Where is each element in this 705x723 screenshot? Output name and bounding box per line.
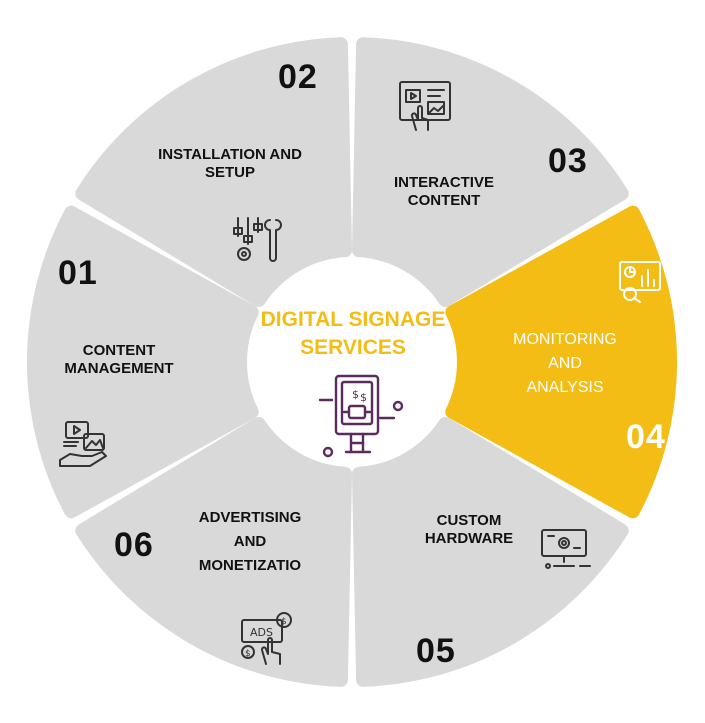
segment-03-shape (352, 37, 629, 307)
center-title-line2: SERVICES (300, 336, 406, 359)
segment-05-number: 05 (416, 632, 456, 670)
svg-text:$: $ (281, 617, 287, 627)
segment-03-number: 03 (548, 142, 588, 180)
tools-setup-icon (233, 217, 282, 262)
ads-monetization-icon: ADS $ $ (241, 612, 292, 665)
segment-02-label: INSTALLATION AND SETUP (140, 146, 320, 182)
segment-05-label-line1: CUSTOM (436, 512, 502, 529)
segment-05-label: CUSTOM HARDWARE (414, 512, 524, 548)
segment-04-shape (445, 205, 677, 519)
segment-04-label-line3: ANALYSIS (526, 379, 604, 396)
touch-screen-icon (399, 81, 451, 131)
segment-04-label: MONITORING AND ANALYSIS (498, 328, 632, 400)
segment-06-label-line3: MONETIZATIO (198, 557, 302, 574)
segment-02-number: 02 (278, 58, 318, 96)
segment-03-label: INTERACTIVE CONTENT (384, 174, 504, 210)
segment-02-shape (75, 37, 352, 307)
segment-03-label-line1: INTERACTIVE (393, 174, 494, 191)
segment-06-number: 06 (114, 526, 154, 564)
digital-kiosk-icon: $ $ (318, 374, 404, 458)
svg-text:ADS: ADS (250, 626, 273, 639)
segment-06-label: ADVERTISING AND MONETIZATIO (172, 506, 328, 578)
svg-text:$: $ (352, 388, 359, 401)
segment-05-label-line2: HARDWARE (424, 530, 514, 547)
center-title-line1: DIGITAL SIGNAGE (260, 308, 446, 331)
segment-03-label-line2: CONTENT (407, 192, 481, 209)
segment-06-label-line1: ADVERTISING (198, 509, 302, 526)
analytics-board-icon (619, 261, 661, 303)
svg-text:$: $ (245, 649, 251, 659)
segment-04-label-line1: MONITORING (513, 331, 617, 348)
segment-06-label-line2: AND (233, 533, 267, 550)
center-title: DIGITAL SIGNAGE SERVICES (228, 306, 478, 362)
segment-02-label-line1: INSTALLATION AND (158, 146, 302, 163)
segment-01-label-line2: MANAGEMENT (64, 360, 174, 377)
segment-04-label-line2: AND (548, 355, 582, 372)
content-management-icon (59, 421, 107, 467)
segment-01-label-line1: CONTENT (82, 342, 156, 359)
segment-02-label-line2: SETUP (204, 164, 255, 181)
svg-text:$: $ (360, 391, 367, 404)
hardware-monitor-icon (541, 529, 591, 569)
segment-04-number: 04 (626, 418, 666, 456)
segment-01-number: 01 (58, 254, 98, 292)
segment-01-label: CONTENT MANAGEMENT (44, 342, 194, 378)
segment-05-shape (352, 417, 629, 687)
